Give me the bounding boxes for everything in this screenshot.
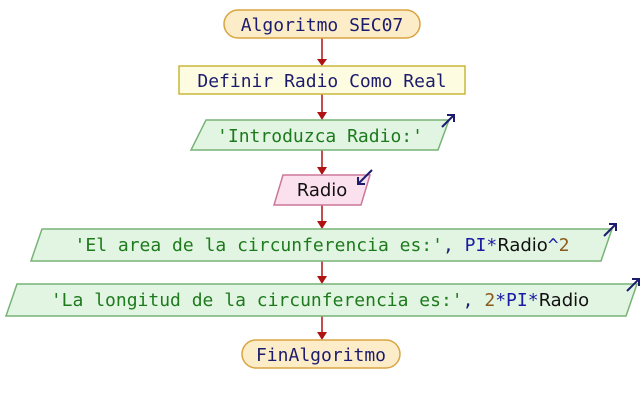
start-node[interactable]: Algoritmo SEC07: [223, 9, 421, 39]
output-3-times-2: *: [528, 290, 539, 311]
input-node[interactable]: Radio: [272, 169, 373, 206]
output-3-num: 2: [484, 290, 495, 311]
output-node-3[interactable]: 'La longitud de la circunferencia es:', …: [4, 278, 640, 317]
output-node-1[interactable]: 'Introduzca Radio:': [189, 114, 455, 151]
arrowhead-5: [317, 276, 327, 284]
output-arrow-icon: [441, 114, 455, 128]
output-2-shape: [29, 228, 614, 262]
output-2-times: *: [486, 235, 497, 256]
end-node[interactable]: FinAlgoritmo: [241, 339, 401, 369]
output-3-pi: PI: [506, 290, 528, 311]
output-2-exp: 2: [559, 235, 570, 256]
output-arrow-icon: [626, 278, 640, 292]
output-2-var: Radio: [497, 235, 548, 256]
output-2-string: 'El area de la circunferencia es:': [75, 235, 443, 256]
output-1-shape: [189, 119, 451, 151]
output-node-2[interactable]: 'El area de la circunferencia es:', PI*R…: [29, 223, 617, 262]
output-2-pi: PI: [465, 235, 487, 256]
output-3-var: Radio: [539, 290, 590, 311]
output-3-text: 'La longitud de la circunferencia es:', …: [51, 290, 589, 311]
arrowhead-6: [317, 332, 327, 340]
define-label: Definir Radio Como Real: [197, 71, 446, 92]
arrowhead-4: [317, 221, 327, 229]
input-shape: [272, 174, 372, 206]
input-arrow-icon: [357, 169, 373, 185]
output-3-times-1: *: [495, 290, 506, 311]
start-label: Algoritmo SEC07: [241, 15, 404, 36]
start-terminal-shape: [223, 9, 421, 39]
output-1-text: 'Introduzca Radio:': [217, 126, 423, 147]
define-node[interactable]: Definir Radio Como Real: [178, 65, 466, 95]
output-2-separator: ,: [443, 235, 465, 256]
output-3-separator: ,: [463, 290, 485, 311]
output-arrow-icon: [603, 223, 617, 237]
output-2-text: 'El area de la circunferencia es:', PI*R…: [75, 235, 570, 256]
input-text: Radio: [297, 180, 348, 201]
output-3-shape: [4, 283, 639, 317]
output-2-pow: ^: [548, 235, 559, 256]
connectors: [317, 38, 327, 340]
arrowhead-1: [317, 59, 327, 66]
arrowhead-2: [317, 112, 327, 120]
end-label: FinAlgoritmo: [256, 345, 386, 366]
output-3-string: 'La longitud de la circunferencia es:': [51, 290, 463, 311]
end-terminal-shape: [241, 339, 401, 369]
define-process-shape: [178, 65, 466, 95]
arrowhead-3: [317, 167, 327, 175]
